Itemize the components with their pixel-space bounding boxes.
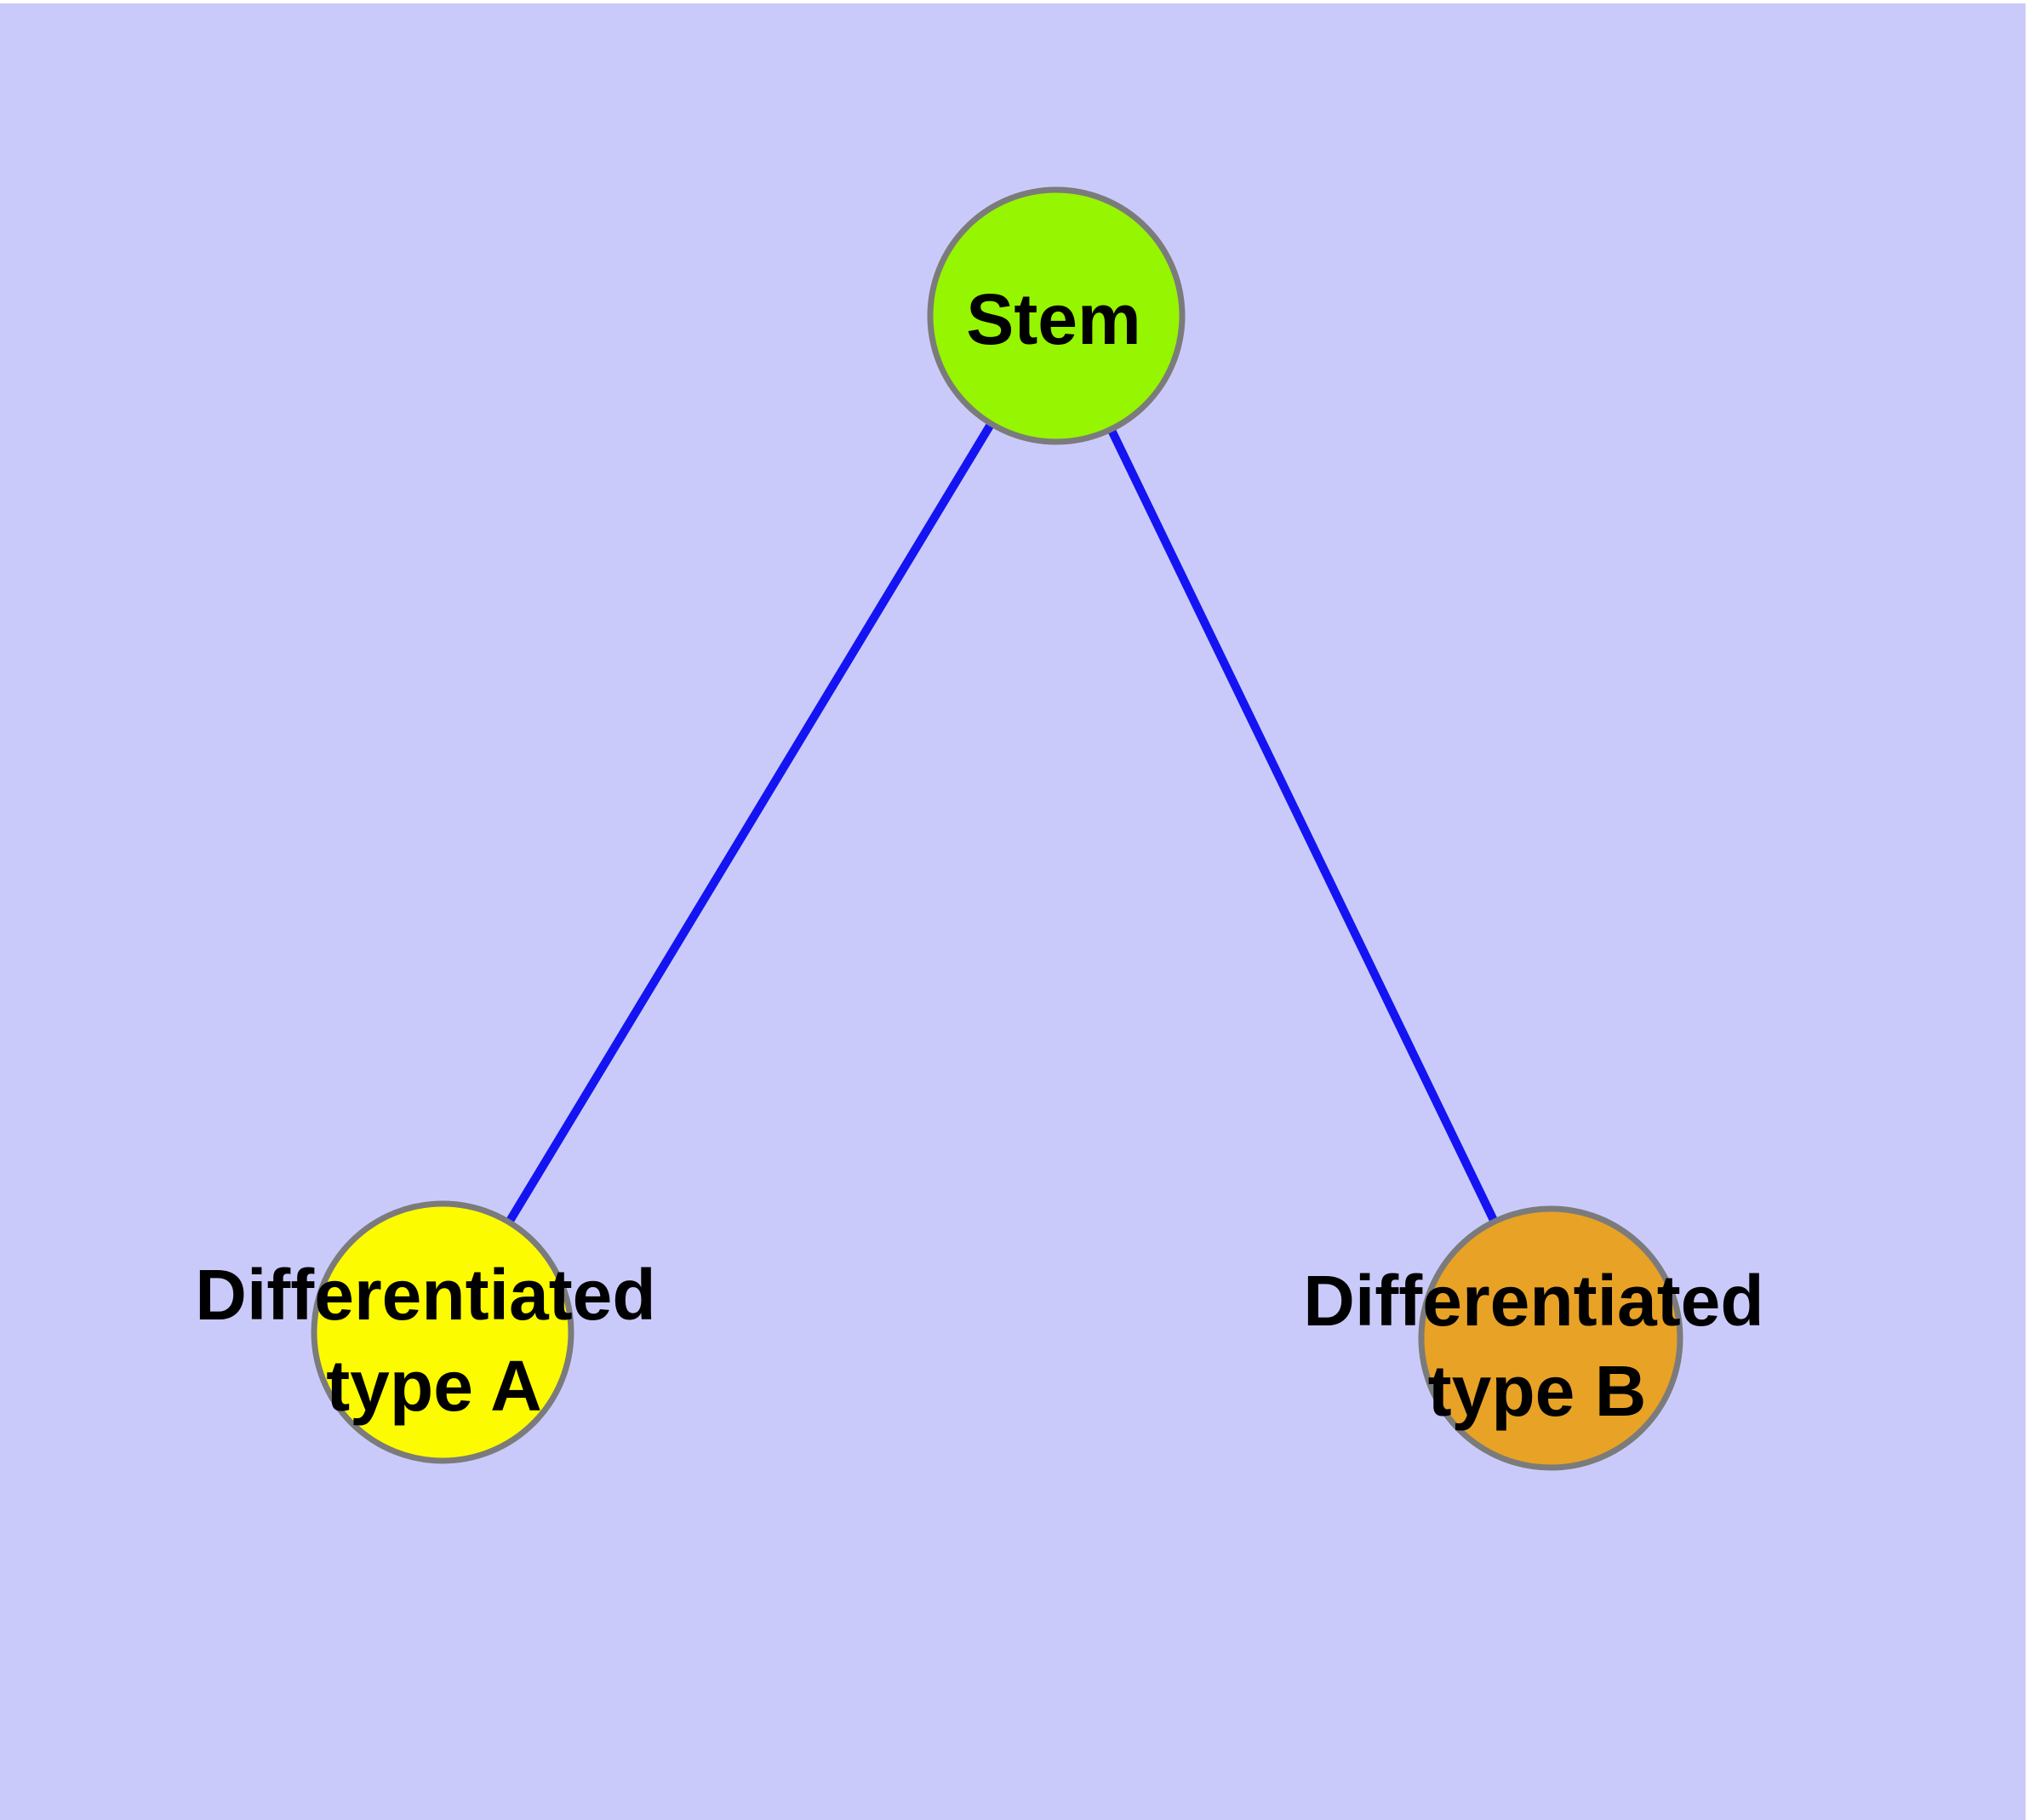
node-stem-label: Stem [966, 279, 1140, 359]
node-differentiated-type-b[interactable] [1418, 1205, 1683, 1471]
edge-stem-to-type-a[interactable] [438, 313, 1060, 1335]
node-stem[interactable] [927, 186, 1186, 445]
node-type-a-label-line1: Differentiated [195, 1255, 655, 1335]
node-type-a-label-line2: type A [326, 1346, 542, 1426]
node-type-b-label-line1: Differentiated [1303, 1261, 1763, 1341]
node-differentiated-type-a[interactable] [311, 1200, 574, 1464]
node-type-b-label-line2: type B [1428, 1351, 1647, 1431]
edge-stem-to-type-b[interactable] [1052, 313, 1555, 1341]
